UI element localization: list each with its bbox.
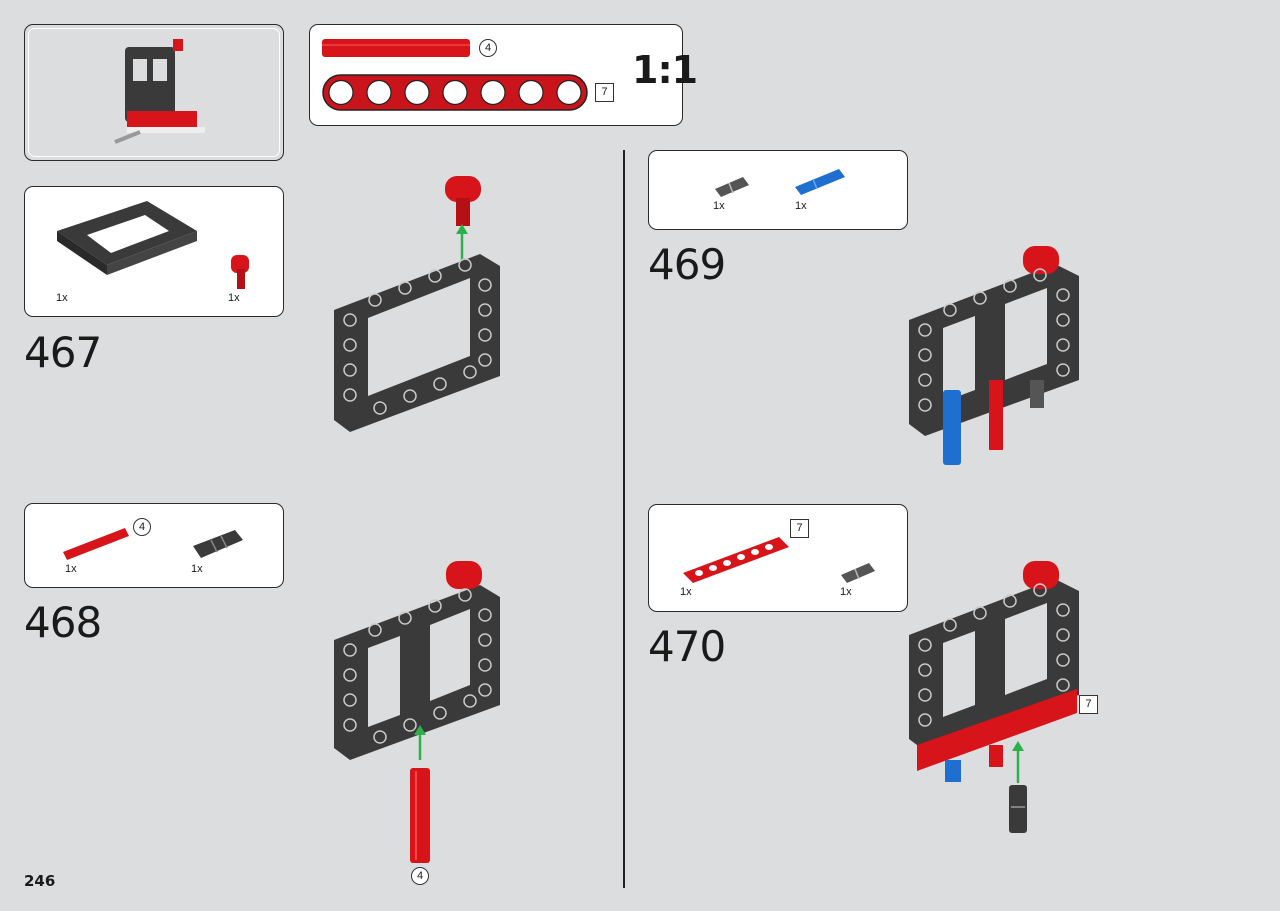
step-467-part-2-qty: 1x xyxy=(228,292,240,304)
step-467-parts-panel: 1x 1x xyxy=(24,186,284,317)
step-468-axle-length-callout: 4 xyxy=(133,518,151,536)
beam-ruler xyxy=(322,39,470,57)
step-470-liftarm-callout: 7 xyxy=(1079,695,1098,714)
step-469-parts-panel: 1x 1x xyxy=(648,150,908,230)
overview-panel xyxy=(24,24,284,161)
liftarm-ruler xyxy=(322,74,588,111)
step-468-part-1-qty: 1x xyxy=(65,563,77,575)
red-connector-part-icon xyxy=(231,255,249,289)
step-467-build-illustration xyxy=(334,176,500,432)
ruler-panel: 4 7 xyxy=(309,24,683,126)
step-470-liftarm-length-callout: 7 xyxy=(790,519,809,538)
step-467-number: 467 xyxy=(24,328,102,377)
step-467-part-1-qty: 1x xyxy=(56,292,68,304)
step-469-number: 469 xyxy=(648,240,726,289)
red-axle-part-icon xyxy=(63,528,129,560)
black-pin-part-icon xyxy=(715,177,749,197)
black-pin-part-icon xyxy=(193,530,243,558)
step-468-axle-callout: 4 xyxy=(411,867,429,885)
model-overview-image xyxy=(114,39,205,144)
step-469-build-illustration xyxy=(909,246,1079,465)
step-468-parts-panel: 4 1x 1x xyxy=(24,503,284,588)
step-470-number: 470 xyxy=(648,622,726,671)
scale-label: 1:1 xyxy=(632,48,698,92)
frame-part-icon xyxy=(57,201,197,275)
liftarm-length-callout: 7 xyxy=(595,83,614,102)
step-470-build-illustration xyxy=(909,561,1079,833)
step-470-part-2-qty: 1x xyxy=(840,586,852,598)
step-468-number: 468 xyxy=(24,598,102,647)
step-470-parts-panel: 7 1x 1x xyxy=(648,504,908,612)
step-470-part-1-qty: 1x xyxy=(680,586,692,598)
page-number: 246 xyxy=(24,872,56,890)
step-469-part-1-qty: 1x xyxy=(713,200,725,212)
step-469-part-2-qty: 1x xyxy=(795,200,807,212)
blue-pin-part-icon xyxy=(795,169,845,195)
red-liftarm-part-icon xyxy=(683,537,789,583)
black-pin-part-icon xyxy=(841,563,875,583)
step-468-build-illustration xyxy=(334,561,500,863)
step-468-part-2-qty: 1x xyxy=(191,563,203,575)
beam-length-callout: 4 xyxy=(479,39,497,57)
column-divider xyxy=(623,150,625,888)
